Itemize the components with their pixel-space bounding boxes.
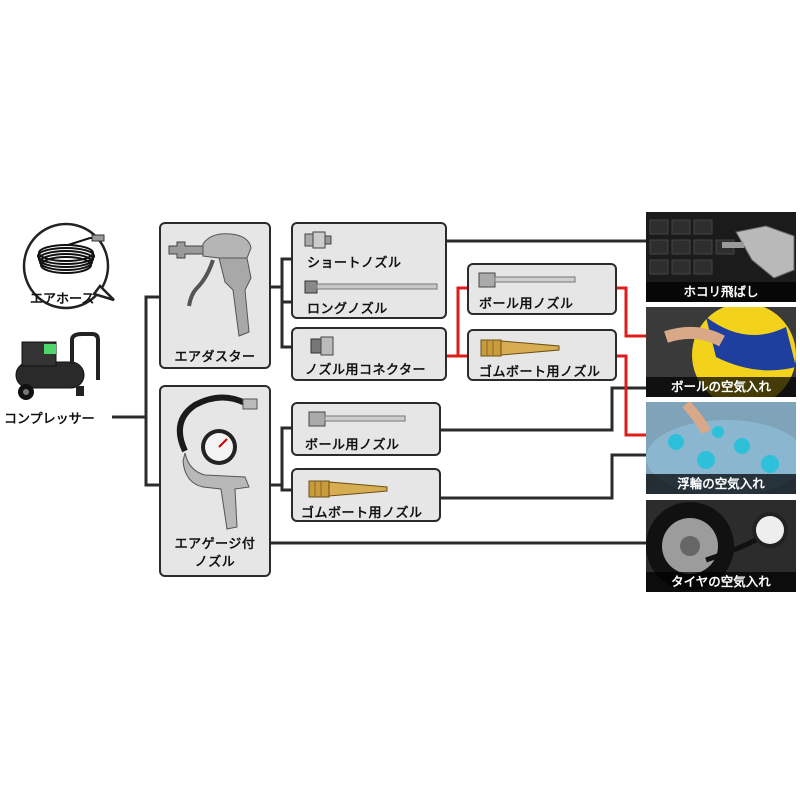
link-duster-nozzles xyxy=(270,257,292,349)
connector-icon xyxy=(309,335,335,357)
connector-box: ノズル用コネクター xyxy=(291,327,447,381)
link-gauge-nozzles xyxy=(270,426,292,492)
compressor-label: コンプレッサー xyxy=(4,412,95,427)
boat-nozzle-box-a: ゴムボート用ノズル xyxy=(467,329,617,381)
link-compressor-gauge xyxy=(144,297,160,487)
long-nozzle-icon xyxy=(303,278,439,296)
hose-label: エアホース xyxy=(30,292,95,307)
coiled-hose-icon xyxy=(28,232,108,282)
use-float-caption: 浮輪の空気入れ xyxy=(646,474,796,494)
air-duster-box: エアダスター xyxy=(159,222,271,369)
connector-label: ノズル用コネクター xyxy=(305,363,426,378)
boat-nozzle-label-b: ゴムボート用ノズル xyxy=(301,506,423,521)
ball-nozzle-label-b: ボール用ノズル xyxy=(305,438,400,453)
link-ball-a-use xyxy=(616,286,648,338)
link-boat-b-use xyxy=(440,453,648,500)
brass-nozzle-icon xyxy=(479,337,563,359)
gauge-nozzle-icon xyxy=(165,391,269,531)
link-connector-ball-a xyxy=(446,286,468,358)
compressor-icon xyxy=(10,330,105,402)
gauge-nozzle-label-line2: ノズル xyxy=(194,555,236,570)
link-compressor-trunk xyxy=(112,295,160,419)
photo-dust-keyboard: ホコリ飛ばし xyxy=(646,212,796,302)
ball-nozzle-box-a: ボール用ノズル xyxy=(467,263,617,315)
ball-nozzle-box-b: ボール用ノズル xyxy=(291,402,441,456)
link-ball-b-use xyxy=(440,386,648,432)
boat-nozzle-box-b: ゴムボート用ノズル xyxy=(291,468,441,522)
photo-float: 浮輪の空気入れ xyxy=(646,402,796,494)
ball-nozzle-label-a: ボール用ノズル xyxy=(479,297,574,312)
use-ball-caption: ボールの空気入れ xyxy=(646,377,796,397)
long-nozzle-label: ロングノズル xyxy=(307,302,388,317)
gauge-nozzle-label-line1: エアゲージ付 xyxy=(174,537,256,552)
ball-needle-icon xyxy=(477,271,577,289)
air-duster-label: エアダスター xyxy=(174,350,256,365)
photo-ball: ボールの空気入れ xyxy=(646,307,796,397)
short-long-nozzle-box: ショートノズル ロングノズル xyxy=(291,222,447,319)
use-tire-caption: タイヤの空気入れ xyxy=(646,572,796,592)
short-nozzle-label: ショートノズル xyxy=(307,256,402,271)
air-duster-gun-icon xyxy=(167,228,267,340)
ball-needle-icon xyxy=(307,410,407,428)
use-dust-caption: ホコリ飛ばし xyxy=(646,282,796,302)
short-nozzle-icon xyxy=(303,230,333,250)
brass-nozzle-icon xyxy=(307,478,391,500)
boat-nozzle-label-a: ゴムボート用ノズル xyxy=(479,365,601,380)
link-boat-a-use xyxy=(616,354,648,437)
photo-tire: タイヤの空気入れ xyxy=(646,500,796,592)
gauge-nozzle-box: エアゲージ付 ノズル xyxy=(159,385,271,577)
